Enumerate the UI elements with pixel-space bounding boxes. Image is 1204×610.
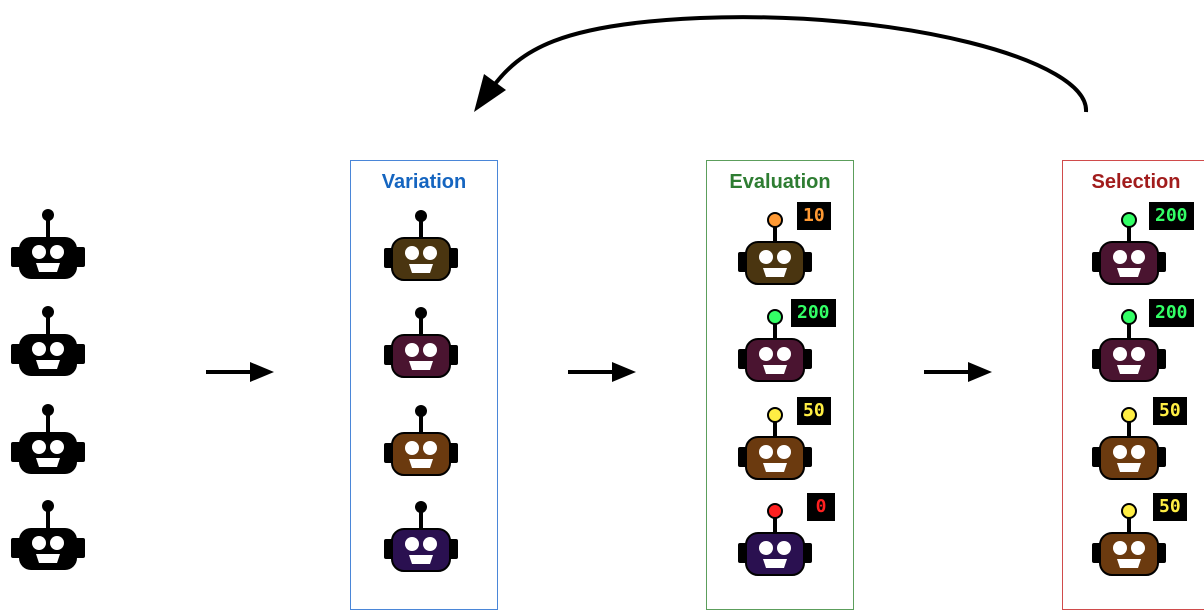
robot-icon [733,501,825,581]
robot-icon [1087,307,1179,387]
fitness-score-badge: 200 [791,299,836,327]
fitness-score-badge: 50 [797,397,831,425]
robot-icon [379,303,471,383]
robot-icon [6,496,98,576]
robot-icon [733,210,825,290]
fitness-score-badge: 10 [797,202,831,230]
evaluation-panel: Evaluation 10 200 50 0 [706,160,854,610]
robot-icon [6,400,98,480]
fitness-score-badge: 50 [1153,397,1187,425]
fitness-score-badge: 50 [1153,493,1187,521]
evaluation-title: Evaluation [729,171,831,193]
step-arrow-to-selection [924,362,992,382]
robot-icon [1087,210,1179,290]
fitness-score-badge: 0 [807,493,835,521]
selection-panel: Selection 200 200 50 50 [1062,160,1204,610]
feedback-loop-arrow [474,15,1089,113]
robot-icon [6,205,98,285]
robot-icon [1087,405,1179,485]
robot-icon [379,206,471,286]
robot-icon [379,497,471,577]
fitness-score-badge: 200 [1149,299,1194,327]
robot-icon [733,405,825,485]
variation-title: Variation [381,171,467,193]
variation-panel: Variation [350,160,498,610]
robot-icon [379,401,471,481]
selection-title: Selection [1091,171,1181,193]
robot-icon [6,302,98,382]
fitness-score-badge: 200 [1149,202,1194,230]
robot-icon [1087,501,1179,581]
step-arrow-to-variation [206,362,274,382]
step-arrow-to-evaluation [568,362,636,382]
robot-icon [733,307,825,387]
